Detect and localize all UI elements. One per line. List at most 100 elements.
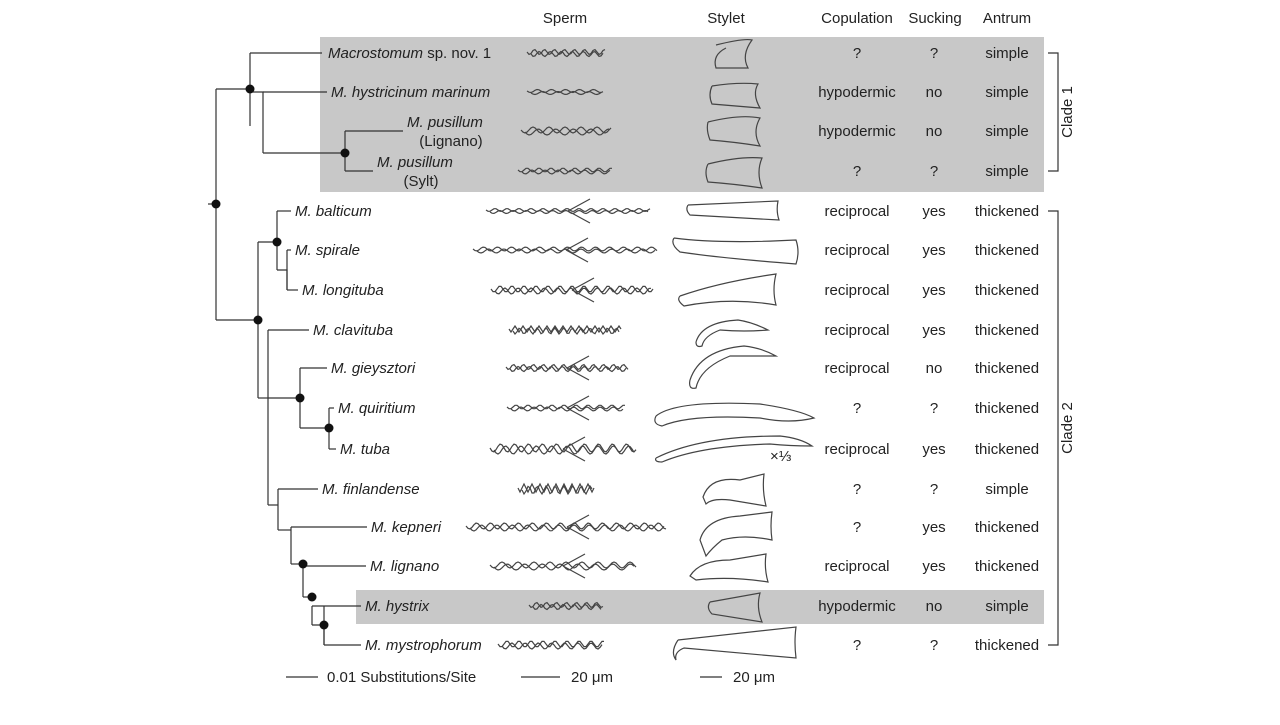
- copulation-cell: hypodermic: [818, 598, 896, 615]
- sucking-cell: yes: [922, 558, 945, 575]
- stylet-drawing: [672, 237, 799, 265]
- antrum-header: Antrum: [983, 10, 1031, 27]
- taxon-name-italic: Macrostomum: [328, 45, 423, 62]
- clade-label: Clade 2: [1059, 402, 1076, 454]
- sucking-cell: ?: [930, 163, 938, 180]
- taxon-row: M. finlandense??simple: [322, 481, 1029, 498]
- copulation-cell: reciprocal: [824, 441, 889, 458]
- node-hystrix-mystrophorum: [319, 620, 329, 630]
- taxon-name-italic: M. quiritium: [338, 400, 416, 417]
- stylet-drawing: [654, 402, 816, 427]
- sucking-cell: yes: [922, 441, 945, 458]
- sperm-drawing: [465, 514, 667, 540]
- copulation-cell: reciprocal: [824, 242, 889, 259]
- stylet-header: Stylet: [707, 10, 745, 27]
- taxon-locality: (Lignano): [419, 133, 482, 150]
- sperm-drawing: [489, 436, 637, 462]
- taxon-name-italic: M. balticum: [295, 203, 372, 220]
- stylet-drawing: [706, 116, 762, 147]
- antrum-cell: thickened: [975, 519, 1039, 536]
- sperm-scale-label: 20 μm: [571, 669, 613, 686]
- taxon-name-italic: M. spirale: [295, 242, 360, 259]
- taxon-locality: (Sylt): [404, 173, 439, 190]
- taxon-name-italic: M. tuba: [340, 441, 390, 458]
- node-quiritium-tuba: [324, 423, 334, 433]
- taxon-name-italic: M. longituba: [302, 282, 384, 299]
- antrum-cell: thickened: [975, 400, 1039, 417]
- sperm-drawing: [485, 198, 651, 224]
- taxon-name: M. clavituba: [313, 322, 393, 339]
- sperm-drawing: [497, 640, 604, 650]
- sperm-drawing: [506, 395, 625, 421]
- taxon-name: Macrostomum sp. nov. 1: [328, 45, 491, 62]
- sucking-cell: yes: [922, 519, 945, 536]
- copulation-cell: hypodermic: [818, 84, 896, 101]
- taxon-row: M. quiritium??thickened: [338, 400, 1039, 417]
- scale-bars: 0.01 Substitutions/Site 20 μm 20 μm: [286, 669, 775, 686]
- copulation-cell: hypodermic: [818, 123, 896, 140]
- sucking-cell: yes: [922, 282, 945, 299]
- antrum-cell: thickened: [975, 441, 1039, 458]
- taxon-name-italic: M. hystricinum marinum: [331, 84, 490, 101]
- node-clade2: [253, 315, 263, 325]
- sucking-cell: ?: [930, 400, 938, 417]
- copulation-cell: ?: [853, 519, 861, 536]
- taxon-row: M. mystrophorum??thickened: [365, 637, 1039, 654]
- taxon-name-italic: M. hystrix: [365, 598, 430, 615]
- copulation-cell: reciprocal: [824, 322, 889, 339]
- antrum-cell: thickened: [975, 203, 1039, 220]
- stylet-drawing: [709, 82, 762, 109]
- taxon-name: M. finlandense: [322, 481, 420, 498]
- stylet-scale-note: ×⅓: [770, 448, 792, 465]
- sperm-drawing: [489, 553, 637, 579]
- taxon-name-italic: M. pusillum: [377, 154, 453, 171]
- clade1-highlight: [320, 37, 1044, 192]
- copulation-cell: reciprocal: [824, 282, 889, 299]
- clade-brackets: Clade 1 Clade 2: [1048, 52, 1076, 646]
- taxon-name: M. longituba: [302, 282, 384, 299]
- stylet-scale-label: 20 μm: [733, 669, 775, 686]
- stylet-drawing: [707, 592, 763, 623]
- antrum-cell: simple: [985, 163, 1028, 180]
- copulation-cell: ?: [853, 163, 861, 180]
- taxon-name: M. tuba: [340, 441, 390, 458]
- taxon-name-italic: M. clavituba: [313, 322, 393, 339]
- highlight-layer: [320, 37, 1044, 624]
- taxon-name: M. mystrophorum: [365, 637, 482, 654]
- stylet-drawing: [702, 473, 767, 507]
- sperm-drawing: [517, 167, 612, 175]
- antrum-cell: simple: [985, 84, 1028, 101]
- taxon-name: M. balticum: [295, 203, 372, 220]
- stylet-drawing: [689, 345, 779, 389]
- copulation-cell: ?: [853, 637, 861, 654]
- taxon-row: Macrostomum sp. nov. 1??simple: [328, 45, 1029, 62]
- sucking-cell: no: [926, 598, 943, 615]
- sperm-drawing: [526, 88, 604, 96]
- sucking-cell: yes: [922, 203, 945, 220]
- sperm-drawing: [526, 48, 606, 58]
- taxon-name: M. lignano: [370, 558, 439, 575]
- sperm-drawing: [528, 601, 604, 611]
- taxon-name-italic: M. pusillum: [407, 114, 483, 131]
- sperm-drawing: [508, 324, 622, 335]
- node-root: [211, 199, 221, 209]
- taxon-name-italic: M. lignano: [370, 558, 439, 575]
- taxon-name-italic: M. gieysztori: [331, 360, 416, 377]
- sperm-drawing: [490, 277, 654, 303]
- morphology-drawings: [465, 38, 816, 661]
- copulation-cell: ?: [853, 481, 861, 498]
- hystrix-highlight: [356, 590, 1044, 624]
- sucking-cell: yes: [922, 242, 945, 259]
- clade-label: Clade 1: [1059, 86, 1076, 138]
- copulation-header: Copulation: [821, 10, 893, 27]
